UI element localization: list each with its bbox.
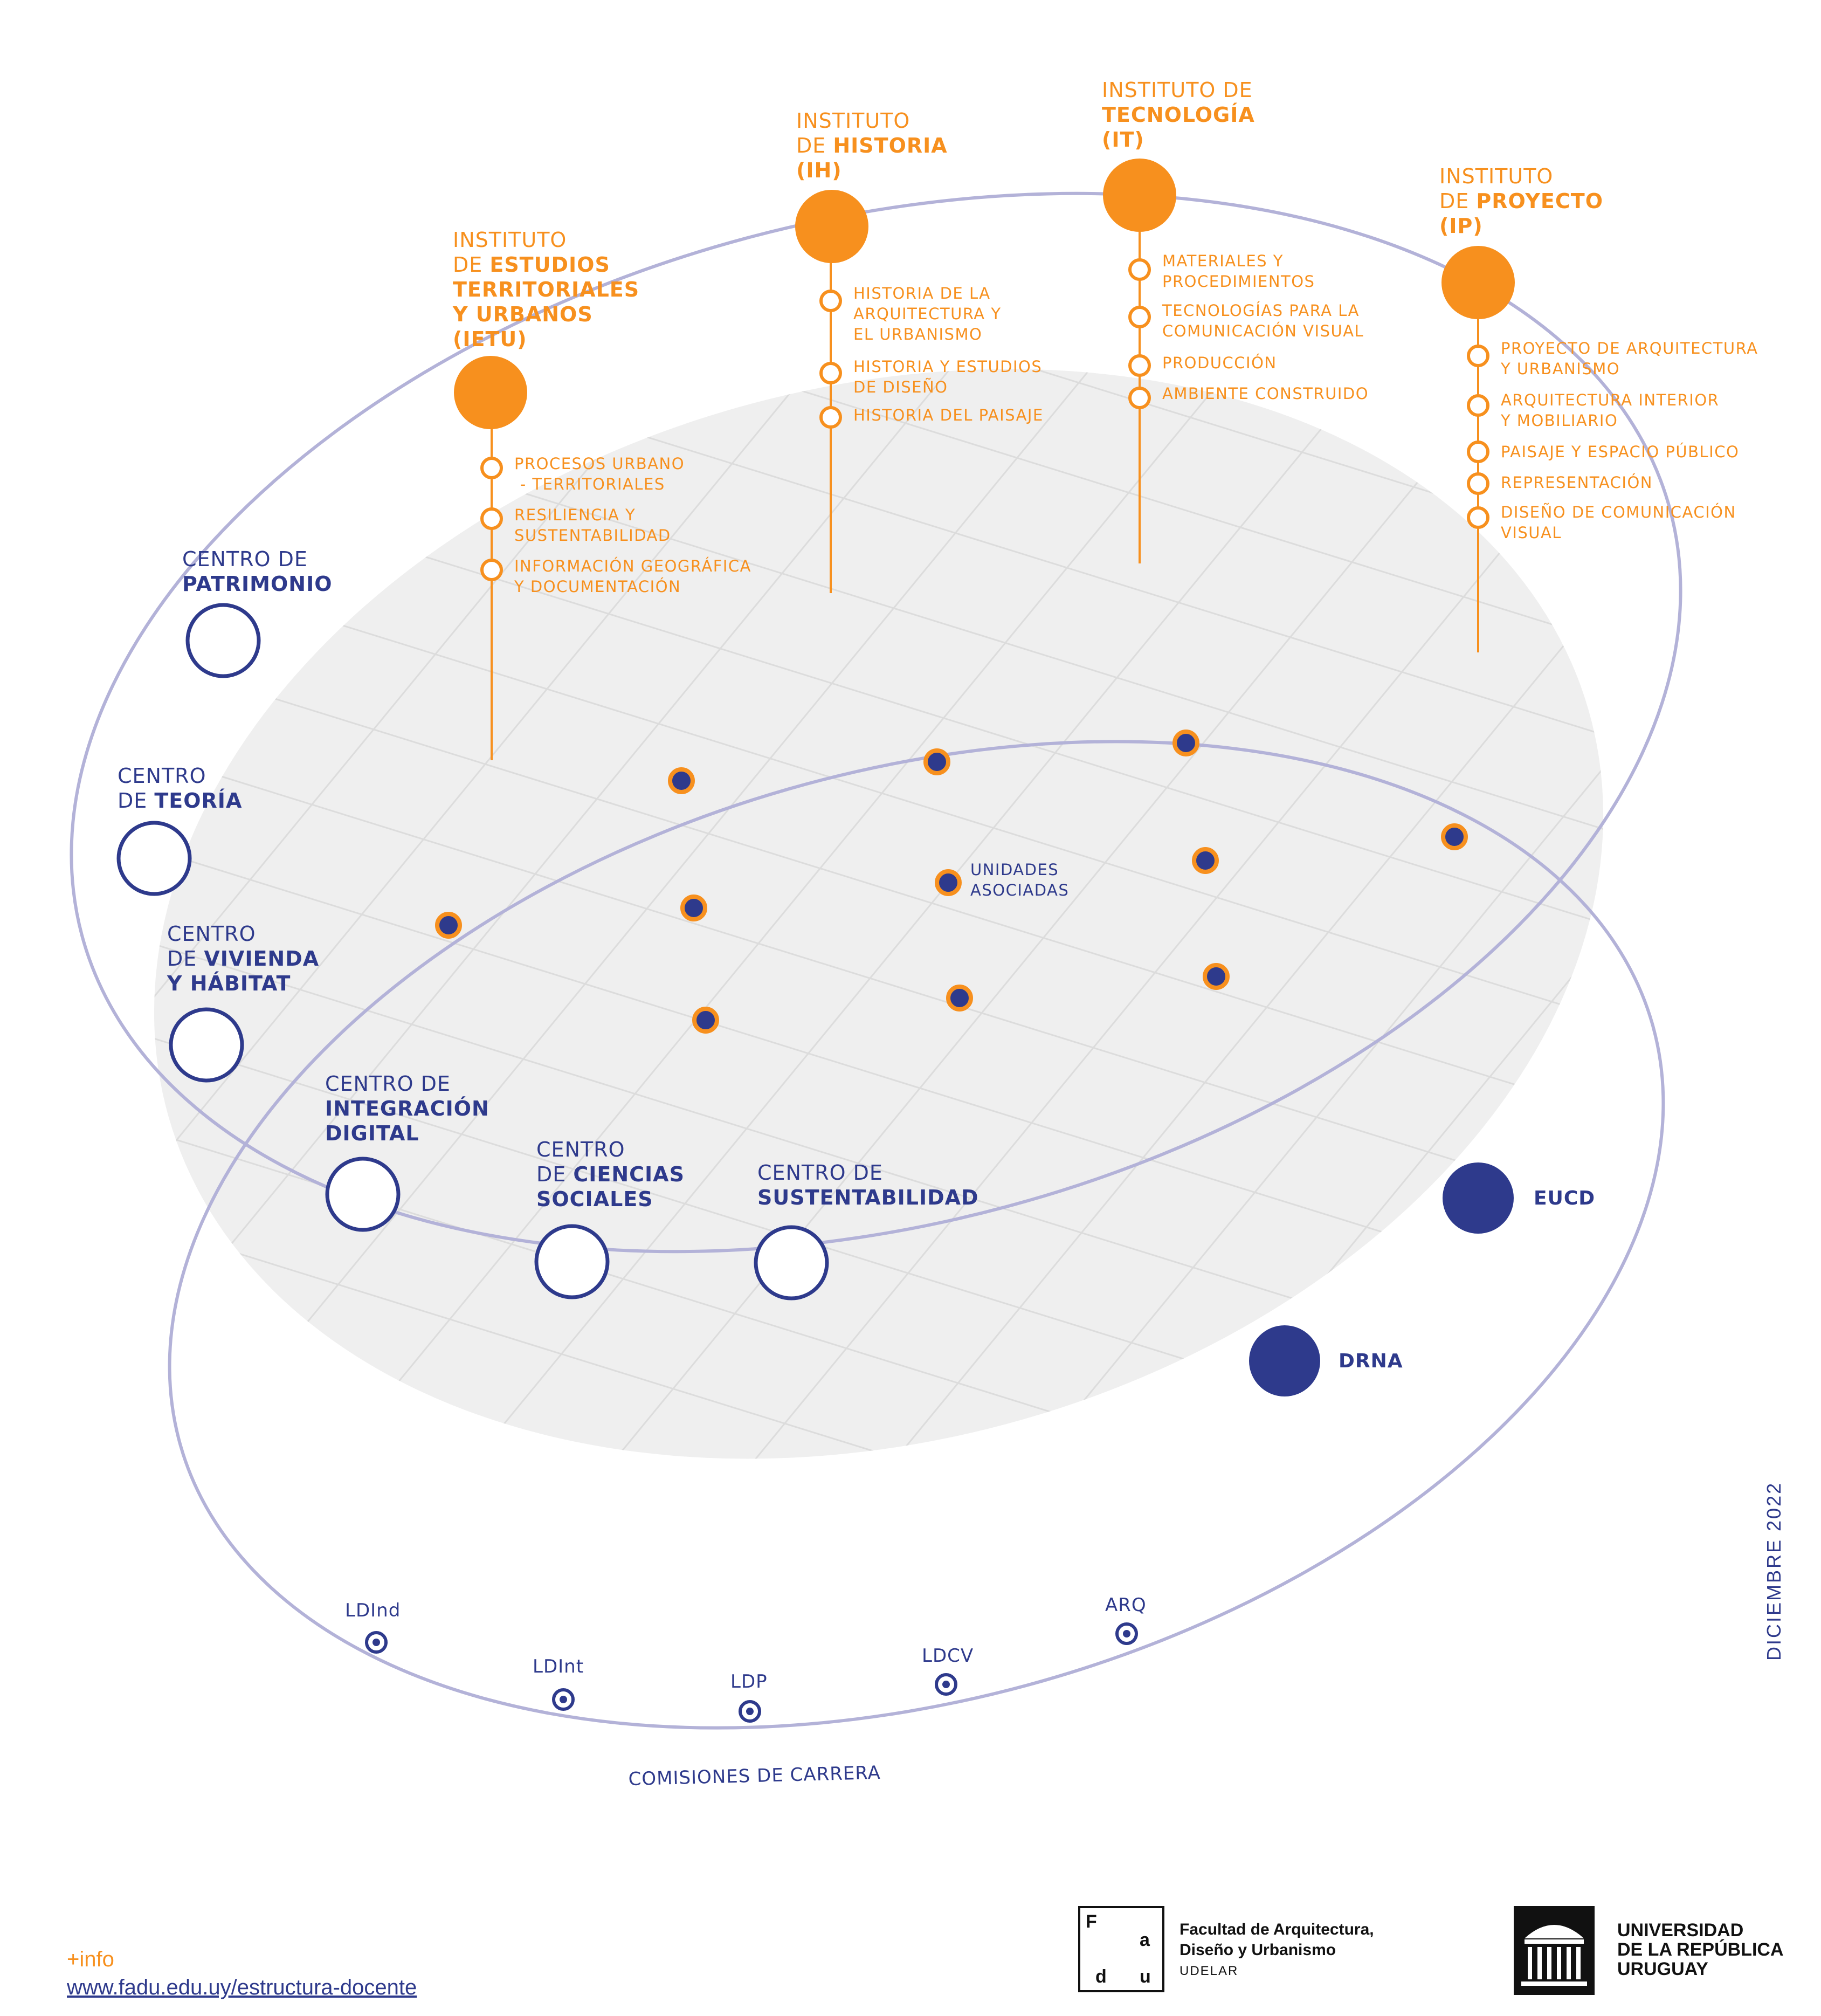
department-node[interactable] [480,507,503,530]
associated-unit-dot[interactable] [435,912,462,939]
associated-unit-dot[interactable] [923,748,950,775]
institute-node-ip[interactable] [1441,246,1515,319]
commissions-title: COMISIONES DE CARRERA [628,1762,881,1790]
department-node[interactable] [1128,258,1151,281]
center-node-integracion[interactable] [325,1157,401,1232]
department-label: HISTORIA DEL PAISAJE [853,406,1044,424]
institute-node-ietu[interactable] [454,356,527,429]
commission-label: LDInt [533,1656,584,1677]
center-node-vivienda[interactable] [169,1007,244,1083]
associated-unit-dot[interactable] [946,985,973,1012]
fadu-logo: F a d u [1078,1906,1164,1992]
department-node[interactable] [1128,306,1151,328]
associated-unit-dot[interactable] [668,767,695,794]
service-node-drna[interactable] [1249,1325,1320,1396]
department-label: AMBIENTE CONSTRUIDO [1162,384,1369,403]
department-node[interactable] [819,290,842,312]
department-label: PRODUCCIÓN [1162,354,1277,372]
department-node[interactable] [819,406,842,429]
associated-unit-dot[interactable] [680,895,707,921]
center-node-sustentabilidad[interactable] [754,1225,829,1301]
department-node[interactable] [1128,354,1151,377]
department-label: PROCESOS URBANO - TERRITORIALES [514,455,685,493]
institutes-ring [70,191,1682,1254]
more-info-label: +info [67,1948,114,1971]
associated-unit-dot[interactable] [935,869,962,896]
department-node[interactable] [480,457,503,479]
service-label: EUCD [1534,1187,1595,1209]
udelar-logo [1514,1906,1595,1995]
fadu-name: Facultad de Arquitectura, Diseño y Urban… [1179,1921,1374,1978]
department-label: REPRESENTACIÓN [1501,473,1653,492]
associated-unit-dot[interactable] [1203,963,1230,990]
plane [154,369,1604,1459]
department-node[interactable] [1467,345,1489,367]
associated-unit-dot[interactable] [1172,730,1199,756]
more-info-link[interactable]: www.fadu.edu.uy/estructura-docente [67,1976,417,1999]
institute-node-ih[interactable] [795,190,868,263]
department-node[interactable] [1467,394,1489,417]
commissions-ring [168,740,1665,1730]
department-node[interactable] [1467,472,1489,495]
commission-label: LDP [730,1671,768,1692]
center-node-ciencias[interactable] [534,1224,610,1299]
department-node[interactable] [819,362,842,384]
department-node[interactable] [1128,387,1151,409]
service-label: DRNA [1339,1350,1403,1372]
department-node[interactable] [1467,506,1489,529]
commission-label: LDInd [345,1600,401,1621]
center-node-teoria[interactable] [116,821,192,896]
department-node[interactable] [480,559,503,581]
center-node-patrimonio[interactable] [185,603,261,678]
associated-unit-dot[interactable] [1441,823,1468,850]
associated-units [435,730,1468,1034]
commission-label: ARQ [1105,1594,1147,1616]
commission-label: LDCV [922,1645,974,1667]
associated-unit-dot[interactable] [1192,847,1219,874]
institute-node-it[interactable] [1103,159,1176,232]
department-label: PAISAJE Y ESPACIO PÚBLICO [1501,443,1739,461]
associated-unit-dot[interactable] [692,1007,719,1034]
department-node[interactable] [1467,441,1489,463]
date-label: DICIEMBRE 2022 [1763,1481,1785,1661]
service-node-eucd[interactable] [1443,1162,1514,1234]
